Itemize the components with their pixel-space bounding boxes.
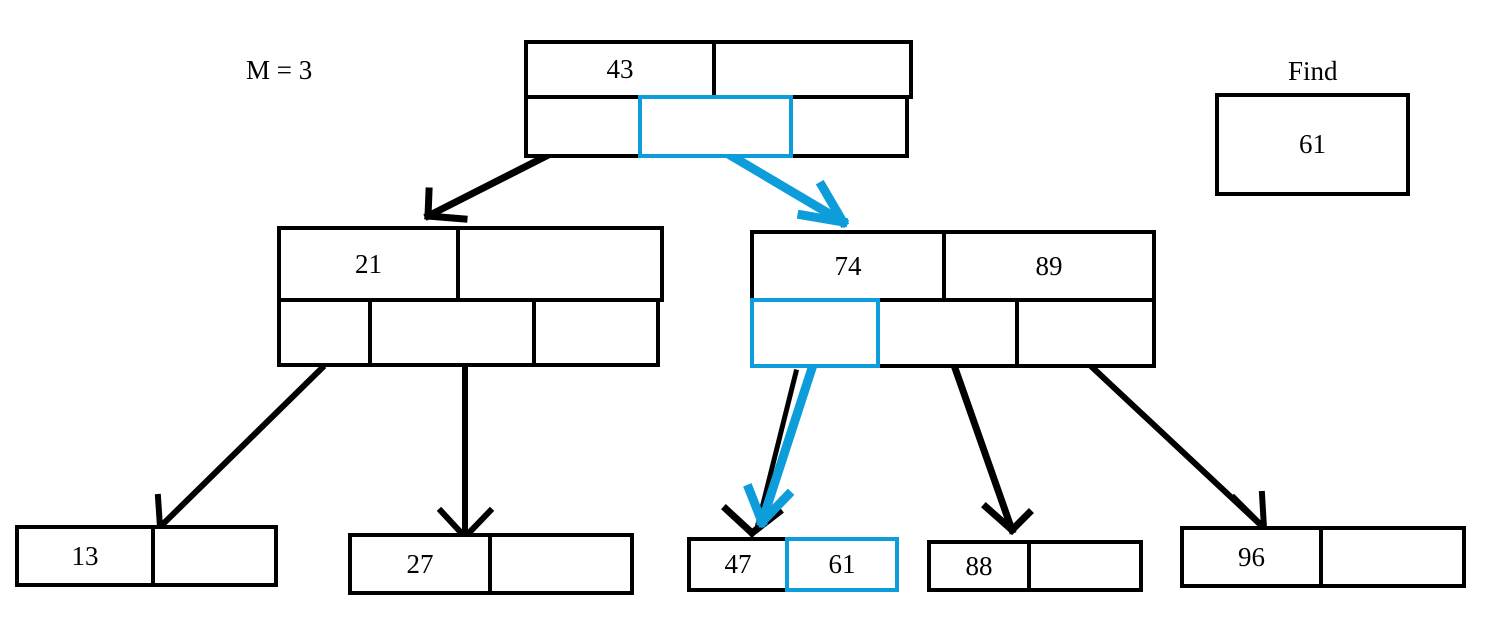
leaf-47-61: 47 61 <box>687 537 899 592</box>
leaf-13: 13 <box>15 525 278 587</box>
internal-right-pointer-cell-1[interactable] <box>876 298 1019 368</box>
root-node: 43 <box>524 40 913 158</box>
edge-right-internal-to-leaf-47 <box>743 362 818 529</box>
leaf-88: 88 <box>927 540 1143 592</box>
internal-right-pointer-cell-2[interactable] <box>1015 298 1156 368</box>
internal-left-pointer-cell-0[interactable] <box>277 298 372 367</box>
leaf-96-cell-0[interactable]: 96 <box>1180 526 1323 588</box>
root-key-row: 43 <box>524 40 913 99</box>
leaf-27-cell-1[interactable] <box>488 533 634 595</box>
internal-left-key-cell-1[interactable] <box>456 226 664 302</box>
order-label: M = 3 <box>246 55 313 85</box>
internal-left-pointer-cell-2[interactable] <box>532 298 660 367</box>
leaf-13-row: 13 <box>15 525 278 587</box>
leaf-88-cell-0[interactable]: 88 <box>927 540 1031 592</box>
internal-node-right: 74 89 <box>750 230 1160 368</box>
leaf-27-cell-0[interactable]: 27 <box>348 533 492 595</box>
root-pointer-cell-0[interactable] <box>524 95 642 158</box>
internal-right-pointer-row <box>750 298 1160 368</box>
leaf-27: 27 <box>348 533 634 595</box>
leaf-13-cell-0[interactable]: 13 <box>15 525 155 587</box>
internal-left-pointer-cell-1[interactable] <box>368 298 536 367</box>
edge-left-internal-to-leaf-13 <box>154 363 327 537</box>
internal-right-pointer-cell-0-highlighted[interactable] <box>750 298 880 368</box>
leaf-47-61-cell-1-highlighted[interactable]: 61 <box>785 537 899 592</box>
leaf-96-cell-1[interactable] <box>1319 526 1466 588</box>
root-key-cell-0[interactable]: 43 <box>524 40 716 99</box>
root-pointer-row <box>524 95 913 158</box>
leaf-13-cell-1[interactable] <box>151 525 278 587</box>
edge-right-internal-to-leaf-96 <box>1088 363 1269 533</box>
internal-right-key-row: 74 89 <box>750 230 1160 302</box>
leaf-47-61-row: 47 61 <box>687 537 899 592</box>
internal-right-key-cell-1[interactable]: 89 <box>942 230 1156 302</box>
root-pointer-cell-1-highlighted[interactable] <box>638 95 793 158</box>
edge-left-internal-to-leaf-27 <box>436 363 495 542</box>
edge-right-internal-to-leaf-47-black <box>721 368 800 538</box>
leaf-96-row: 96 <box>1180 526 1466 588</box>
internal-right-key-cell-0[interactable]: 74 <box>750 230 946 302</box>
leaf-88-row: 88 <box>927 540 1143 592</box>
root-pointer-cell-2[interactable] <box>789 95 909 158</box>
leaf-27-row: 27 <box>348 533 634 595</box>
leaf-88-cell-1[interactable] <box>1027 540 1143 592</box>
internal-left-pointer-row <box>277 298 668 367</box>
internal-left-key-row: 21 <box>277 226 668 302</box>
find-label: Find <box>1288 56 1338 86</box>
leaf-96: 96 <box>1180 526 1466 588</box>
find-value-box[interactable]: 61 <box>1215 93 1410 196</box>
internal-node-left: 21 <box>277 226 668 367</box>
edge-right-internal-to-leaf-88 <box>950 363 1034 535</box>
leaf-47-61-cell-0[interactable]: 47 <box>687 537 789 592</box>
edge-root-to-right-internal <box>723 148 850 229</box>
internal-left-key-cell-0[interactable]: 21 <box>277 226 460 302</box>
root-key-cell-1[interactable] <box>712 40 913 99</box>
